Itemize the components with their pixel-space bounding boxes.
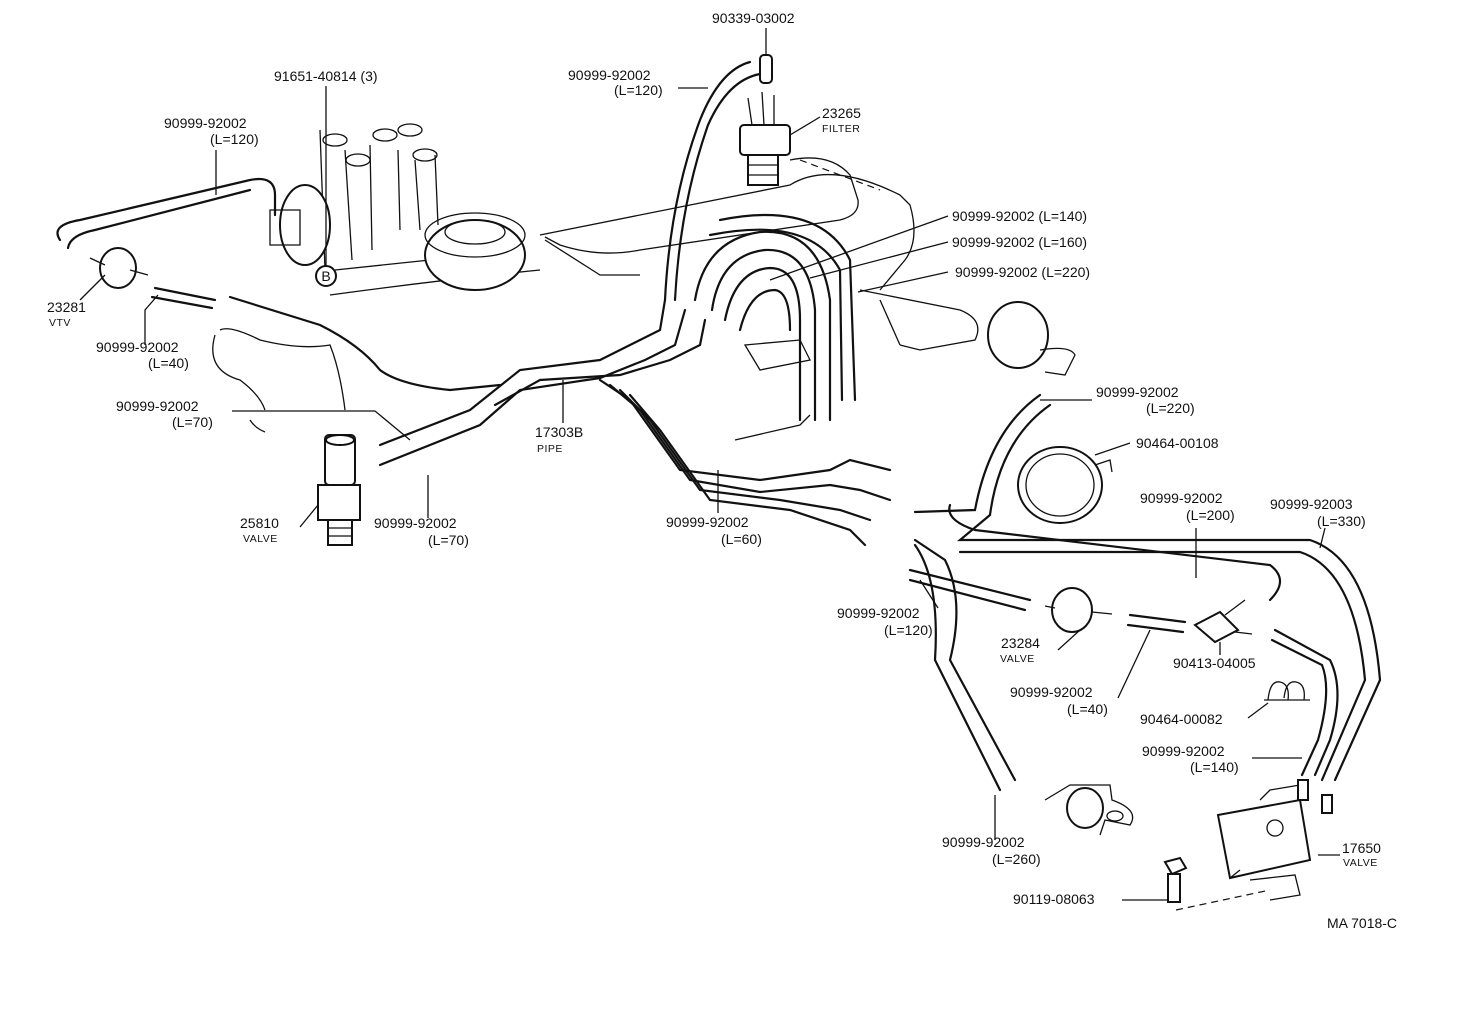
label-hose-l260-len: (L=260): [992, 851, 1041, 867]
label-hose-l160: 90999-92002 (L=160): [952, 234, 1087, 250]
label-17650-name: VALVE: [1343, 857, 1378, 869]
canister: [987, 301, 1076, 376]
bracket-valve: [1044, 784, 1134, 836]
label-hose-l140b: 90999-92002: [1142, 743, 1225, 759]
label-hose-l140a: 90999-92002 (L=140): [952, 208, 1087, 224]
drawing-code: MA 7018-C: [1327, 915, 1397, 931]
clip-90464-00082: [1264, 681, 1310, 701]
label-hose-left: 90999-92002: [164, 115, 247, 131]
label-hose-l200-len: (L=200): [1186, 507, 1235, 523]
label-23284-name: VALVE: [1000, 653, 1035, 665]
union-90413: [1193, 599, 1253, 644]
svg-text:B: B: [321, 268, 330, 284]
label-90464-00082: 90464-00082: [1140, 711, 1223, 727]
label-hose-l120b-len: (L=120): [884, 622, 933, 638]
label-17650: 17650: [1342, 840, 1381, 856]
part-labels: 90339-03002 90999-92002 (L=120) 23265 FI…: [47, 10, 1397, 931]
label-hose-l40a: 90999-92002: [96, 339, 179, 355]
label-hose-l220b: 90999-92002: [1096, 384, 1179, 400]
label-hose-left-len: (L=120): [210, 131, 259, 147]
hoses: [56, 60, 1382, 792]
label-90464-00108: 90464-00108: [1136, 435, 1219, 451]
valve-25810: [317, 434, 361, 546]
label-hose-top: 90999-92002: [568, 67, 651, 83]
vacuum-cap-90339: [759, 54, 773, 84]
label-hose-l40b: 90999-92002: [1010, 684, 1093, 700]
filter-23265: [739, 91, 791, 186]
label-90999-92003: 90999-92003: [1270, 496, 1353, 512]
label-hose-l70a: 90999-92002: [116, 398, 199, 414]
label-25810: 25810: [240, 515, 279, 531]
label-23284: 23284: [1001, 635, 1040, 651]
label-17303b: 17303B: [535, 424, 583, 440]
bolt-90119: [1163, 856, 1271, 911]
label-hose-l220b-len: (L=220): [1146, 400, 1195, 416]
label-hose-l70a-len: (L=70): [172, 414, 213, 430]
label-hose-l40b-len: (L=40): [1067, 701, 1108, 717]
valve-23284: [1044, 587, 1113, 633]
engine-outline: [212, 157, 979, 441]
label-90999-92003-len: (L=330): [1317, 513, 1366, 529]
label-hose-top-len: (L=120): [614, 82, 663, 98]
label-hose-l40a-len: (L=40): [148, 355, 189, 371]
label-25810-name: VALVE: [243, 533, 278, 545]
label-90413-04005: 90413-04005: [1173, 655, 1256, 671]
label-23281-name: VTV: [49, 317, 71, 329]
label-hose-l70b: 90999-92002: [374, 515, 457, 531]
label-90119-08063: 90119-08063: [1013, 891, 1095, 907]
label-hose-l260: 90999-92002: [942, 834, 1025, 850]
leader-lines: [79, 28, 1340, 901]
distributor: [269, 123, 439, 271]
label-hose-l140b-len: (L=140): [1190, 759, 1239, 775]
valve-17650: [1216, 779, 1333, 901]
label-hose-l220a: 90999-92002 (L=220): [955, 264, 1090, 280]
label-23281: 23281: [47, 299, 86, 315]
label-hose-l120b: 90999-92002: [837, 605, 920, 621]
label-23265: 23265: [822, 105, 861, 121]
label-hose-l60-len: (L=60): [721, 531, 762, 547]
label-hose-l60: 90999-92002: [666, 514, 749, 530]
label-90339-03002: 90339-03002: [712, 10, 795, 26]
label-91651-40814: 91651-40814 (3): [274, 68, 378, 84]
label-hose-l200: 90999-92002: [1140, 490, 1223, 506]
vtv-23281: [89, 247, 149, 289]
marker-b: B: [315, 265, 337, 287]
air-cleaner-cap: [424, 212, 526, 291]
label-23265-name: FILTER: [822, 123, 860, 135]
label-17303b-name: PIPE: [537, 443, 563, 455]
clamp-90464-00108: [1017, 446, 1113, 524]
label-hose-l70b-len: (L=70): [428, 532, 469, 548]
